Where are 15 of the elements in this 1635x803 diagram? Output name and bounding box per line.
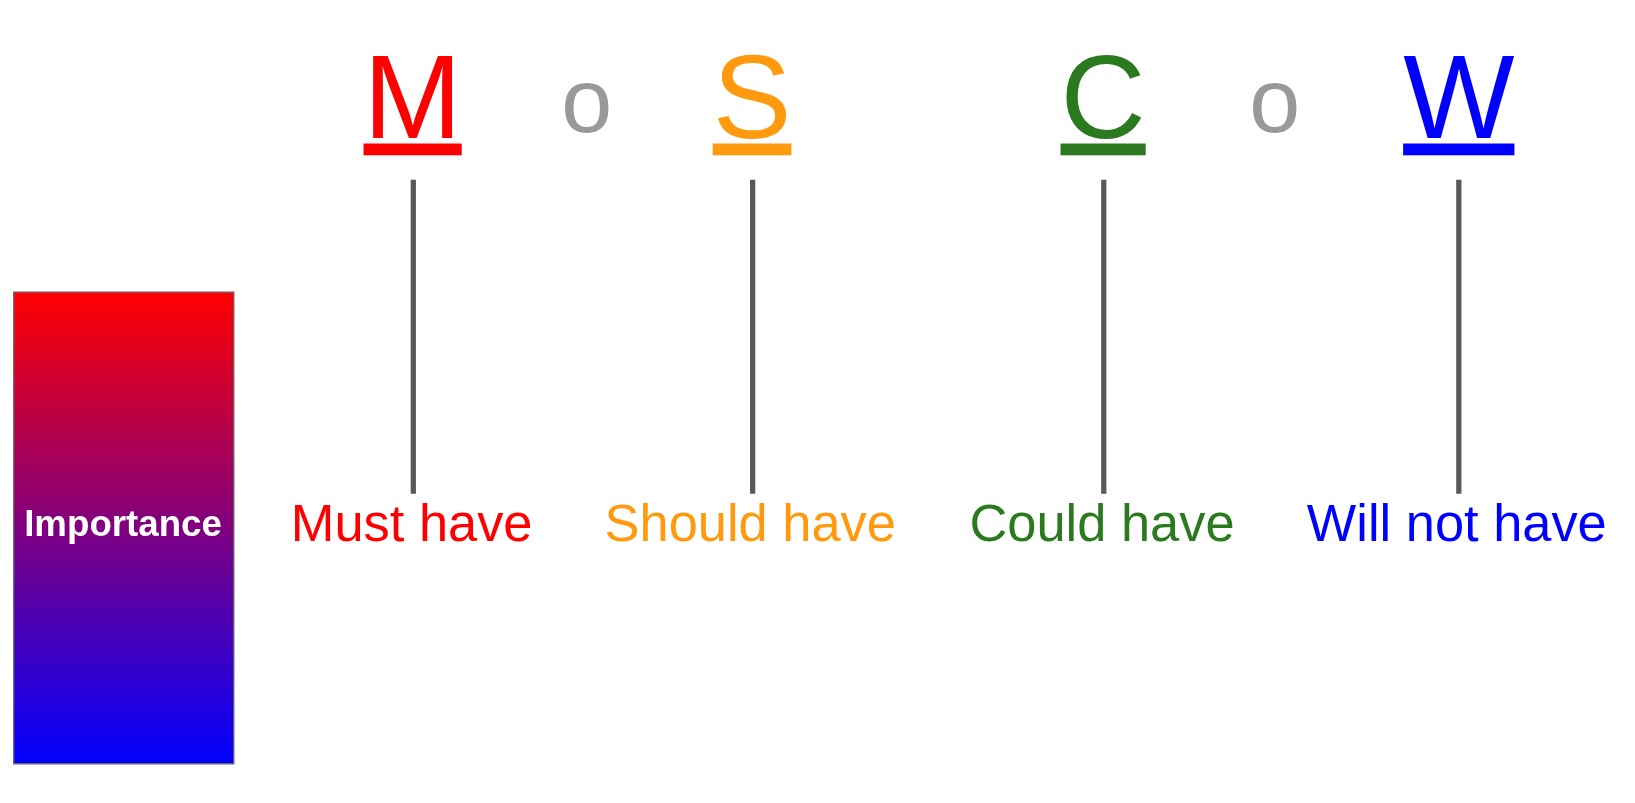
node-text: Must have bbox=[290, 494, 533, 553]
connector bbox=[410, 179, 416, 494]
connector bbox=[1456, 179, 1462, 494]
node-text: Could have bbox=[969, 494, 1235, 553]
node-text: W bbox=[1403, 30, 1515, 163]
node-text: Should have bbox=[604, 494, 896, 553]
node-text: Will not have bbox=[1306, 494, 1607, 553]
node-text: o bbox=[561, 49, 613, 152]
node-text: C bbox=[1060, 30, 1146, 163]
node-box: Importance bbox=[13, 291, 235, 765]
node-text: S bbox=[712, 30, 792, 163]
connector bbox=[750, 179, 756, 494]
node-text: o bbox=[1249, 49, 1301, 152]
node-text: M bbox=[363, 30, 462, 163]
connector bbox=[1101, 179, 1107, 494]
